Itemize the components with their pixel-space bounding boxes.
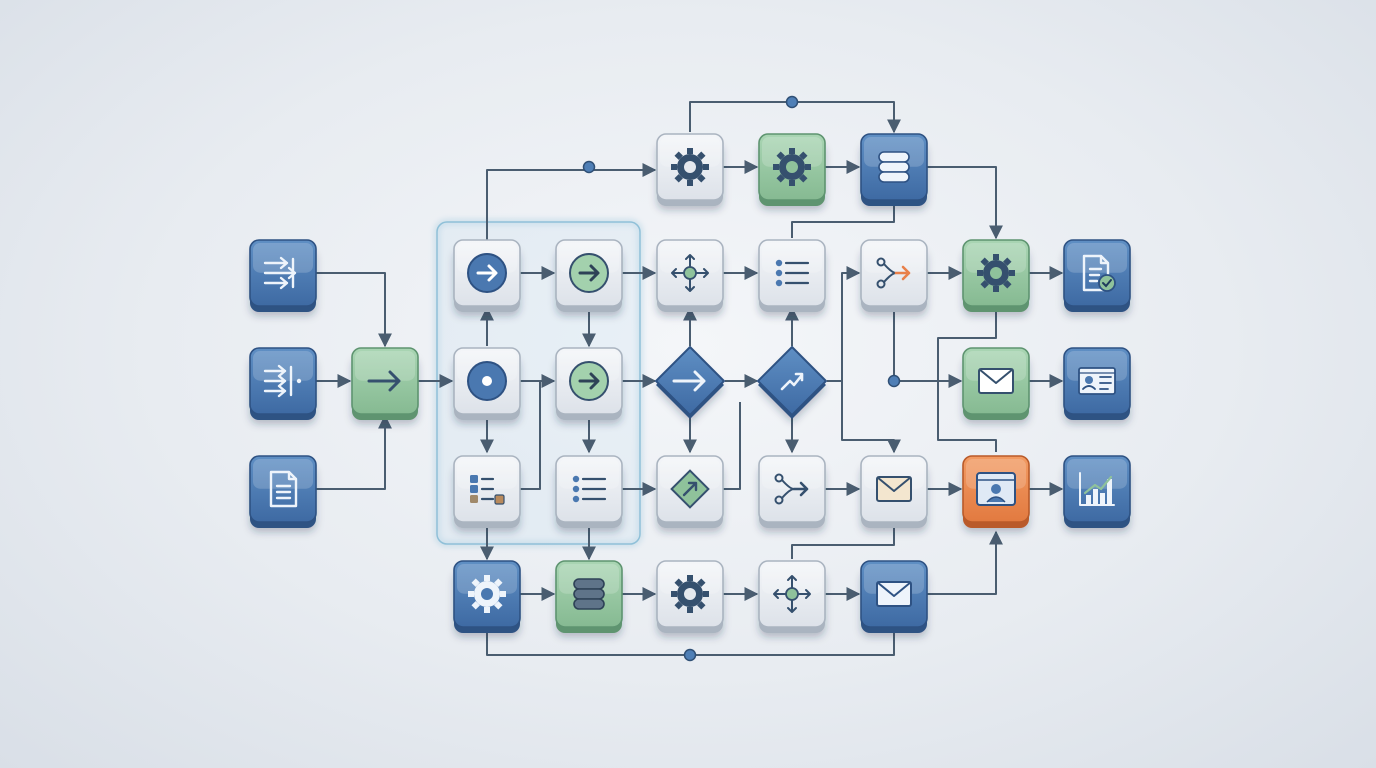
connector xyxy=(841,381,901,454)
connector xyxy=(316,272,392,348)
move-icon xyxy=(671,254,709,292)
connector xyxy=(937,308,997,452)
arrow-right-icon xyxy=(672,370,706,392)
document-check-icon xyxy=(1082,254,1116,292)
node-g1[interactable] xyxy=(453,239,521,312)
junction-dot xyxy=(582,160,596,174)
node-card1[interactable] xyxy=(1063,347,1131,420)
node-db1[interactable] xyxy=(860,133,928,206)
node-gear3[interactable] xyxy=(962,239,1030,312)
connector xyxy=(520,381,541,490)
node-dia1[interactable] xyxy=(654,345,726,419)
circle-arrow-green-icon xyxy=(569,253,609,293)
node-top1[interactable] xyxy=(656,133,724,206)
node-list2[interactable] xyxy=(758,239,826,312)
connector xyxy=(791,200,895,238)
node-move1[interactable] xyxy=(656,239,724,312)
trend-arrow-icon xyxy=(780,372,804,391)
node-doc2[interactable] xyxy=(1063,239,1131,312)
move-icon xyxy=(773,575,811,613)
circle-arrow-green-icon xyxy=(569,361,609,401)
node-dia3[interactable] xyxy=(656,455,724,528)
node-in3[interactable] xyxy=(249,455,317,528)
profile-icon xyxy=(976,472,1016,506)
gear-icon xyxy=(671,575,709,613)
list-icon xyxy=(775,259,810,287)
connector xyxy=(927,530,1003,595)
connector xyxy=(486,163,657,240)
grid-list-icon xyxy=(470,475,505,505)
bar-chart-icon xyxy=(1079,472,1115,506)
circle-arrow-icon xyxy=(467,253,507,293)
node-g3[interactable] xyxy=(453,347,521,420)
nodes xyxy=(249,133,1131,633)
connector xyxy=(827,266,861,382)
node-branch2[interactable] xyxy=(758,455,826,528)
node-g6[interactable] xyxy=(555,455,623,528)
gear-icon xyxy=(977,254,1015,292)
node-g4[interactable] xyxy=(555,347,623,420)
node-branch1[interactable] xyxy=(860,239,928,312)
connector xyxy=(893,308,963,388)
junction-dot xyxy=(683,648,697,662)
database-icon xyxy=(573,578,605,610)
node-start[interactable] xyxy=(351,347,419,420)
connectors xyxy=(316,95,1064,662)
node-gear5[interactable] xyxy=(656,560,724,633)
database-icon xyxy=(878,151,910,183)
arrow-right-icon xyxy=(367,370,401,392)
mail-icon xyxy=(876,581,912,607)
node-mail3[interactable] xyxy=(860,560,928,633)
document-icon xyxy=(269,470,298,508)
node-chart[interactable] xyxy=(1063,455,1131,528)
node-dia2[interactable] xyxy=(756,345,828,419)
node-in1[interactable] xyxy=(249,239,317,312)
gear-icon xyxy=(468,575,506,613)
split-arrows-icon xyxy=(263,256,297,290)
node-mail2[interactable] xyxy=(860,455,928,528)
node-g5[interactable] xyxy=(453,455,521,528)
junction-dot xyxy=(785,95,799,109)
merge-arrows-icon xyxy=(263,364,302,398)
mail-icon xyxy=(876,476,912,502)
node-db2[interactable] xyxy=(555,560,623,633)
connector xyxy=(927,166,1003,240)
junction-dot xyxy=(887,374,901,388)
node-top2[interactable] xyxy=(758,133,826,206)
record-icon xyxy=(467,361,507,401)
node-in2[interactable] xyxy=(249,347,317,420)
gear-icon xyxy=(671,148,709,186)
list-icon xyxy=(572,475,607,503)
branch-icon xyxy=(774,473,809,505)
connector xyxy=(723,402,741,490)
node-mail1[interactable] xyxy=(962,347,1030,420)
node-profile[interactable] xyxy=(962,455,1030,528)
mail-icon xyxy=(978,368,1014,394)
node-gear4[interactable] xyxy=(453,560,521,633)
diamond-arrow-icon xyxy=(670,469,710,509)
node-move2[interactable] xyxy=(758,560,826,633)
branch-icon xyxy=(876,257,911,289)
node-g2[interactable] xyxy=(555,239,623,312)
connector xyxy=(316,414,392,490)
id-card-icon xyxy=(1078,367,1116,395)
gear-icon xyxy=(773,148,811,186)
connector xyxy=(791,524,895,559)
